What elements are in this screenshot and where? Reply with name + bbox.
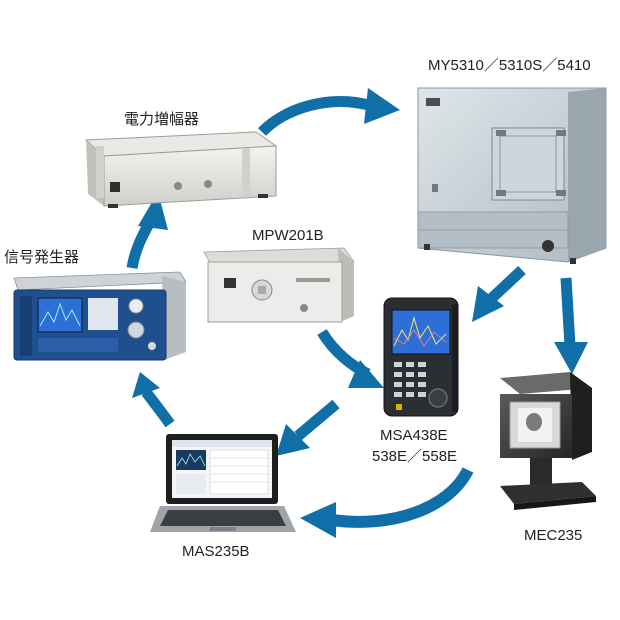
shield-box-device: [417, 87, 607, 264]
label-probe: MEC235: [524, 527, 582, 544]
laptop-device: [150, 434, 296, 532]
flow-arrows: [126, 88, 588, 538]
label-power-meter: MPW201B: [252, 227, 324, 244]
arrow-shieldbox-to-analyzer: [472, 265, 526, 322]
label-shield-box: MY5310／5310S／5410: [428, 57, 591, 74]
arrow-laptop-to-generator: [132, 372, 175, 428]
label-signal-generator: 信号発生器: [4, 248, 79, 266]
arrow-shieldbox-to-probe: [554, 277, 588, 374]
label-analyzer-line1: MSA438E: [380, 427, 448, 444]
signal-generator-device: [13, 271, 187, 361]
probe-device: [500, 372, 596, 510]
label-software: MAS235B: [182, 543, 250, 560]
spectrum-analyzer-device: [383, 297, 459, 417]
label-analyzer-line2: 538E／558E: [372, 448, 457, 465]
arrow-amplifier-to-shieldbox: [258, 88, 400, 136]
power-amplifier-device: [84, 131, 278, 208]
arrow-powermeter-to-analyzer: [317, 329, 384, 388]
label-amplifier: 電力増幅器: [124, 110, 199, 128]
power-meter-device: [203, 247, 355, 323]
arrow-probe-to-laptop: [300, 467, 474, 538]
arrow-analyzer-to-laptop: [276, 399, 340, 456]
